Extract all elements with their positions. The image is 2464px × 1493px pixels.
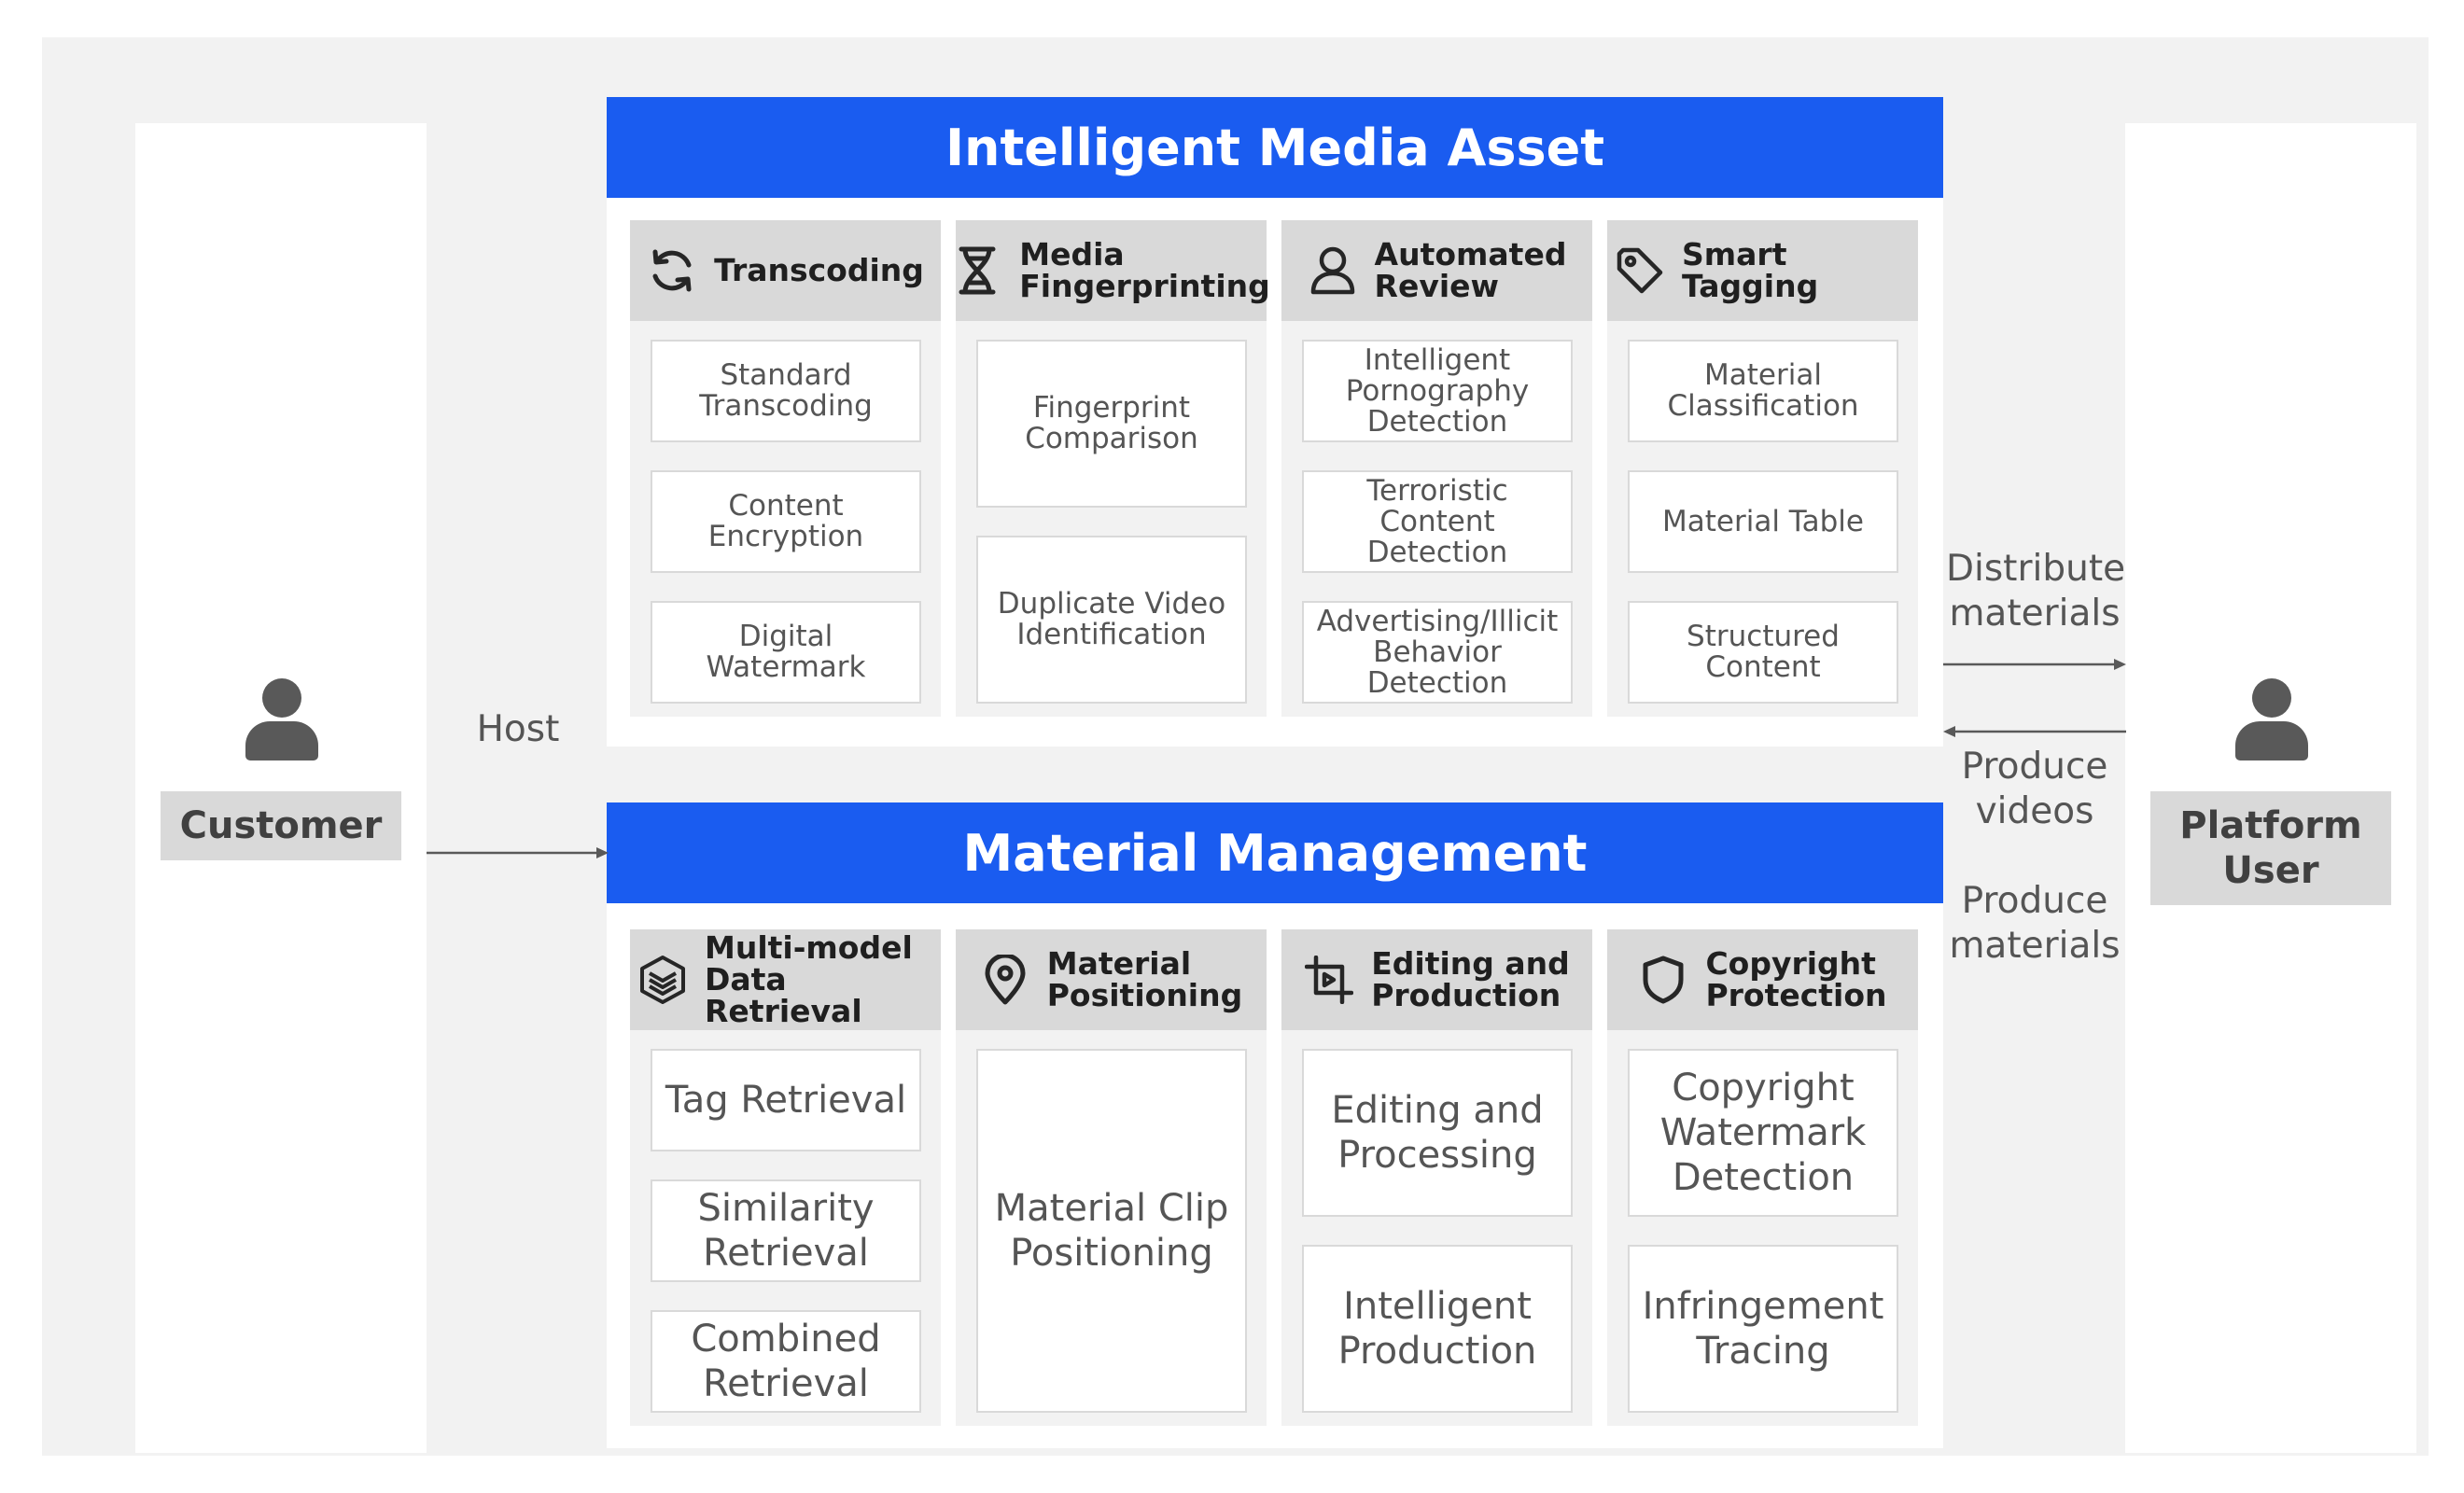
card-structured-content: Structured Content xyxy=(1628,601,1898,704)
distribute-materials-label: Distribute materials xyxy=(1946,548,2126,635)
column-header: Multi-model Data Retrieval xyxy=(630,929,941,1030)
module-title: Intelligent Media Asset xyxy=(607,97,1943,198)
distribute-arrow xyxy=(1943,659,2126,670)
card-fingerprint-comparison: Fingerprint Comparison xyxy=(976,340,1247,508)
refresh-icon xyxy=(647,245,697,296)
card-pornography-detection: Intelligent Pornography Detection xyxy=(1302,340,1573,442)
dna-icon xyxy=(952,245,1002,296)
card-material-table: Material Table xyxy=(1628,470,1898,573)
data-retrieval-column: Multi-model Data Retrieval Tag Retrieval… xyxy=(630,929,941,1426)
module-title: Material Management xyxy=(607,802,1943,903)
customer-label: Customer xyxy=(161,791,401,860)
card-tag-retrieval: Tag Retrieval xyxy=(651,1049,921,1151)
card-standard-transcoding: Standard Transcoding xyxy=(651,340,921,442)
card-duplicate-video-identification: Duplicate Video Identification xyxy=(976,536,1247,704)
card-material-clip-positioning: Material Clip Positioning xyxy=(976,1049,1247,1413)
column-header: Smart Tagging xyxy=(1607,220,1918,321)
produce-arrow xyxy=(1943,726,2126,737)
column-header: Transcoding xyxy=(630,220,941,321)
column-header: Automated Review xyxy=(1281,220,1592,321)
card-digital-watermark: Digital Watermark xyxy=(651,601,921,704)
person-icon xyxy=(2233,678,2308,760)
produce-videos-label: Produce videos xyxy=(1961,746,2108,832)
editing-production-column: Editing and Production Editing and Proce… xyxy=(1281,929,1592,1426)
media-fingerprinting-column: Media Fingerprinting Fingerprint Compari… xyxy=(956,220,1270,717)
column-header: Editing and Production xyxy=(1281,929,1592,1030)
material-management-module: Material Management Multi-model Data Ret… xyxy=(607,802,1943,1448)
layers-icon xyxy=(637,955,688,1005)
card-infringement-tracing: Infringement Tracing xyxy=(1628,1245,1898,1413)
diagram-canvas: Customer Platform User Intelligent Media… xyxy=(42,37,2429,1456)
copyright-protection-column: Copyright Protection Copyright Watermark… xyxy=(1607,929,1918,1426)
platform-user-label: Platform User xyxy=(2150,791,2391,905)
automated-review-column: Automated Review Intelligent Pornography… xyxy=(1281,220,1592,717)
card-content-encryption: Content Encryption xyxy=(651,470,921,573)
column-header: Media Fingerprinting xyxy=(956,220,1270,321)
card-combined-retrieval: Combined Retrieval xyxy=(651,1310,921,1413)
smart-tagging-column: Smart Tagging Material Classification Ma… xyxy=(1607,220,1918,717)
transcoding-column: Transcoding Standard Transcoding Content… xyxy=(630,220,941,717)
tag-icon xyxy=(1615,245,1665,296)
video-crop-icon xyxy=(1304,955,1354,1005)
person-icon xyxy=(244,678,318,760)
card-editing-processing: Editing and Processing xyxy=(1302,1049,1573,1217)
shield-icon xyxy=(1638,955,1688,1005)
card-intelligent-production: Intelligent Production xyxy=(1302,1245,1573,1413)
intelligent-media-asset-module: Intelligent Media Asset Transcoding Stan… xyxy=(607,97,1943,746)
produce-materials-label: Produce materials xyxy=(1949,880,2121,967)
card-copyright-watermark-detection: Copyright Watermark Detection xyxy=(1628,1049,1898,1217)
column-header: Material Positioning xyxy=(956,929,1267,1030)
host-arrow xyxy=(427,847,609,858)
platform-user-panel: Platform User xyxy=(2125,123,2416,1453)
material-positioning-column: Material Positioning Material Clip Posit… xyxy=(956,929,1267,1426)
column-header: Copyright Protection xyxy=(1607,929,1918,1030)
card-similarity-retrieval: Similarity Retrieval xyxy=(651,1179,921,1282)
card-material-classification: Material Classification xyxy=(1628,340,1898,442)
card-terroristic-content-detection: Terroristic Content Detection xyxy=(1302,470,1573,573)
host-label: Host xyxy=(476,708,560,750)
customer-panel: Customer xyxy=(135,123,427,1453)
card-advertising-illicit-detection: Advertising/Illicit Behavior Detection xyxy=(1302,601,1573,704)
user-outline-icon xyxy=(1308,245,1358,296)
location-pin-icon xyxy=(980,955,1030,1005)
